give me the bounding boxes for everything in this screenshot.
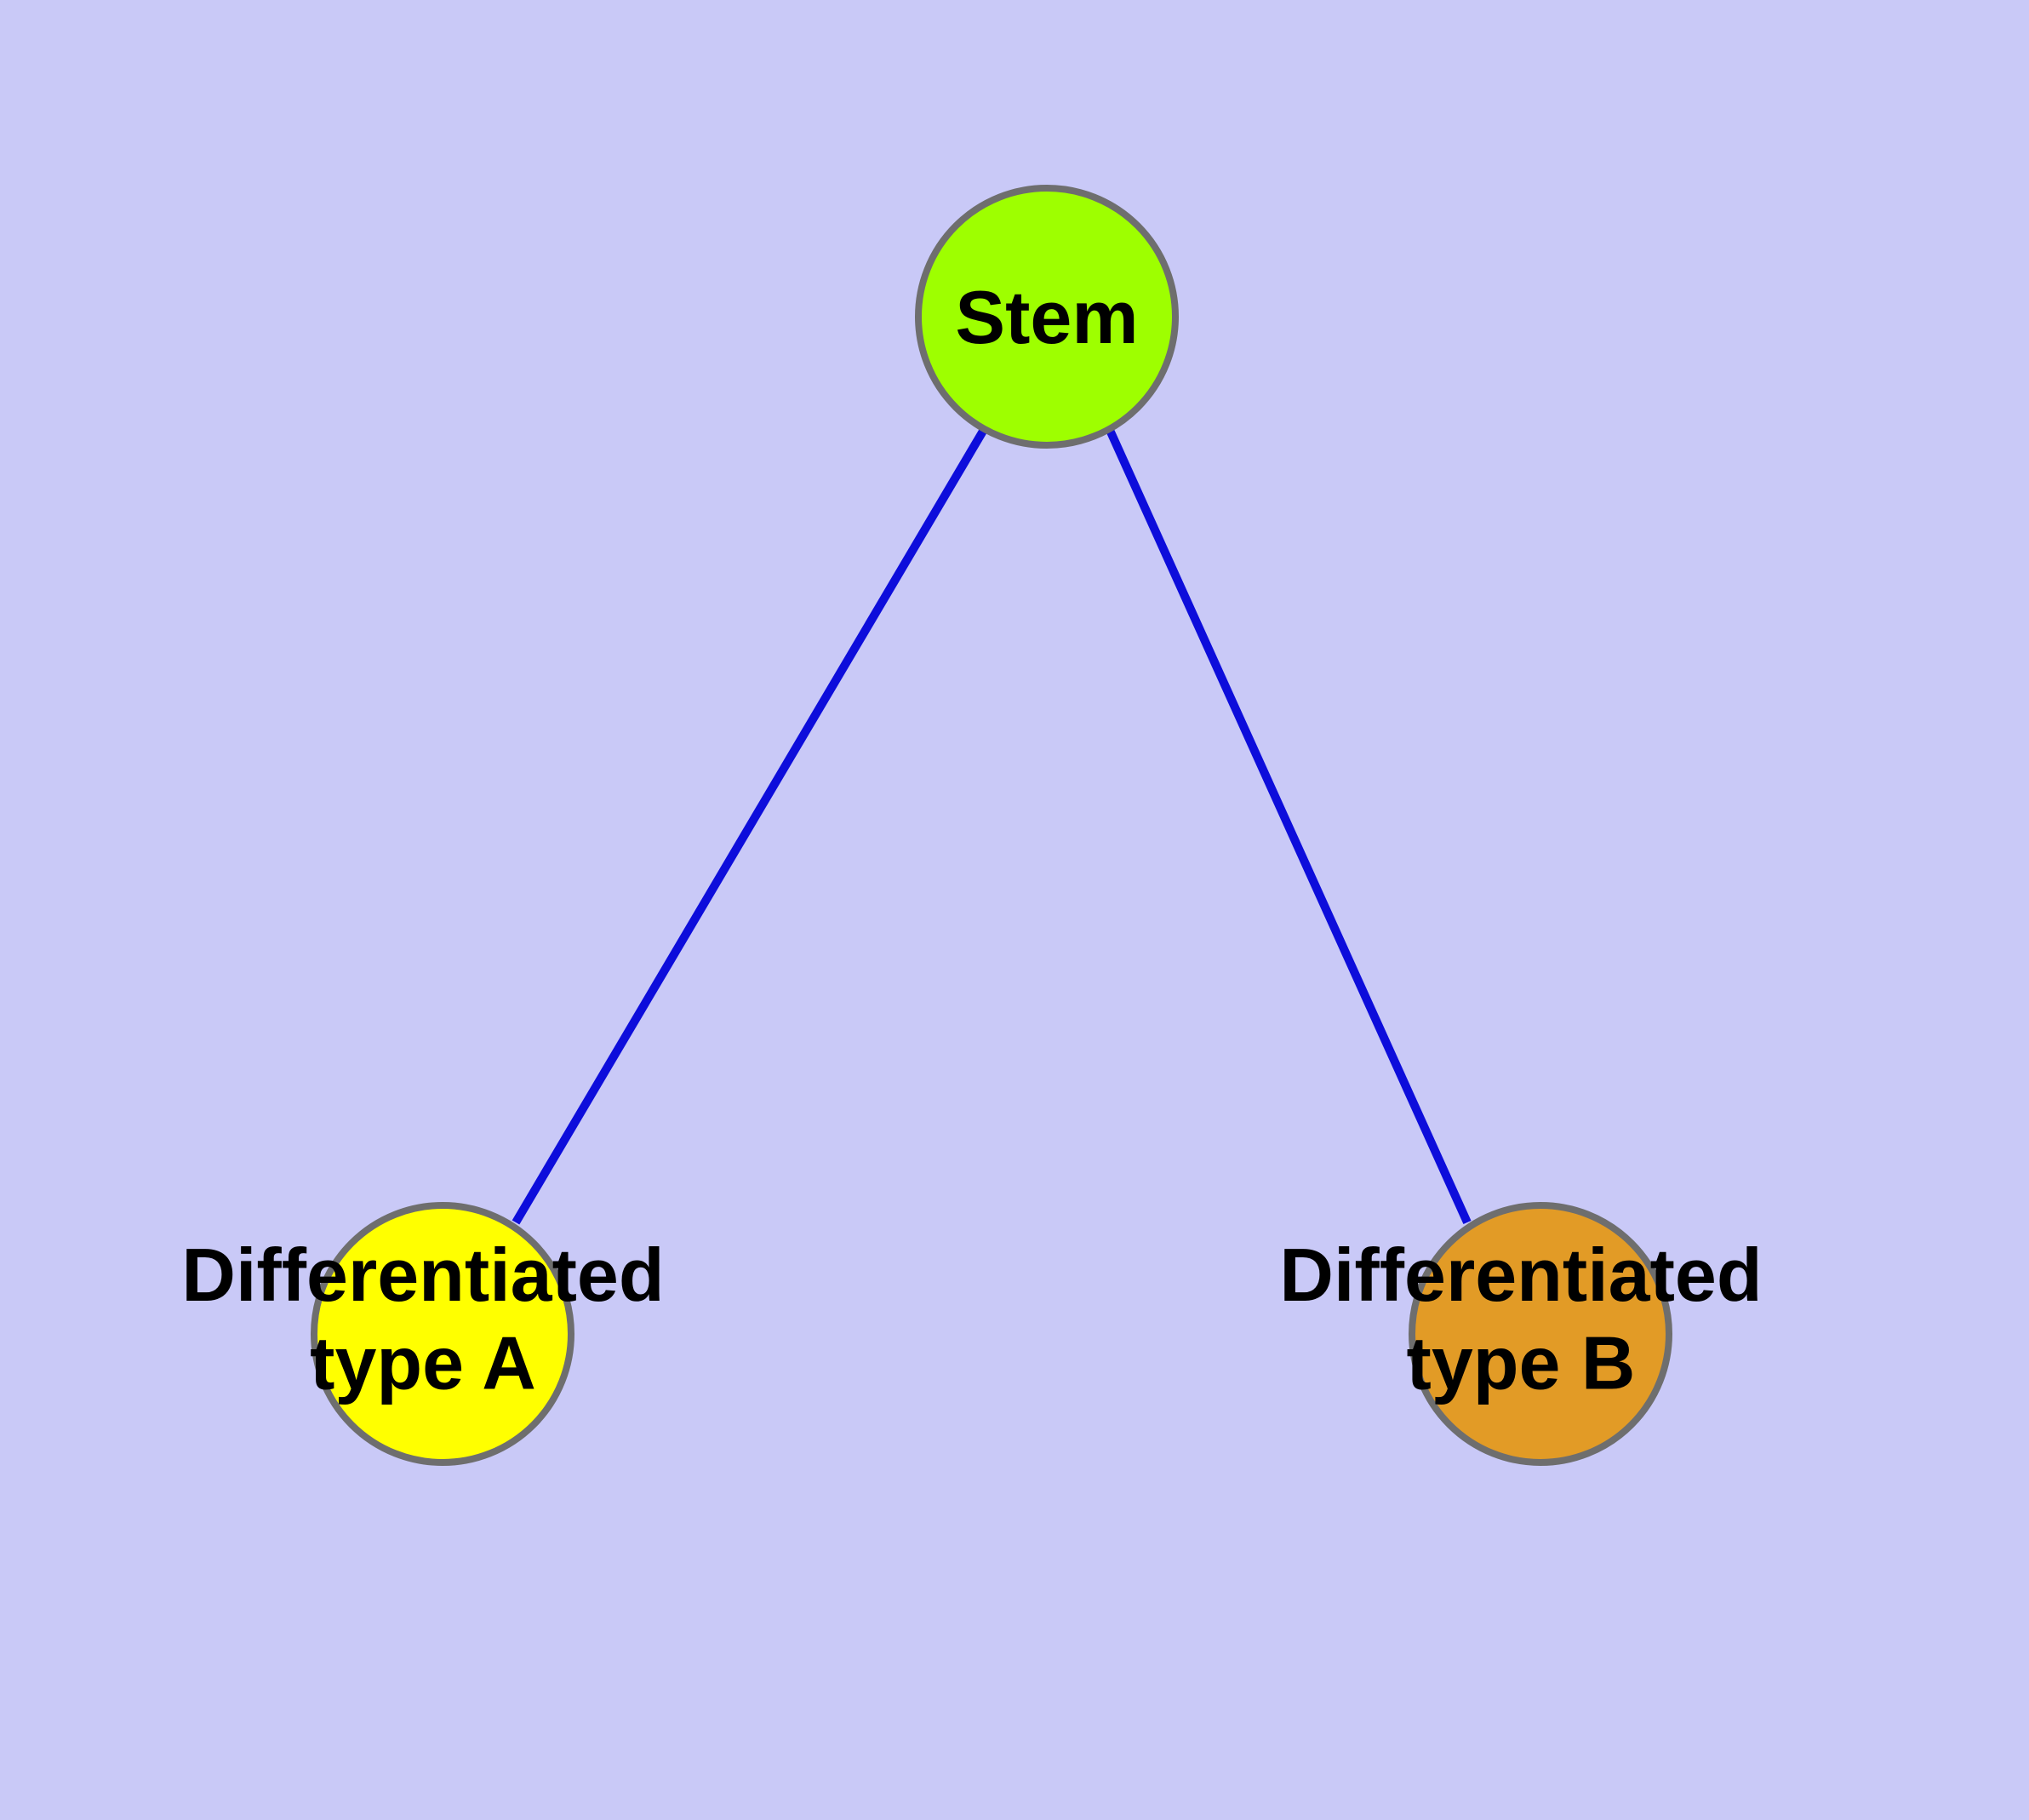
node-label-line: type B [1407, 1321, 1636, 1405]
node-label-stem: Stem [955, 275, 1138, 359]
edges-layer [512, 426, 1472, 1225]
node-circle-stem[interactable] [915, 185, 1179, 449]
node-label-line: Stem [955, 275, 1138, 359]
node-circle-diff-b[interactable] [1409, 1202, 1672, 1466]
node-circle-diff-a[interactable] [311, 1202, 574, 1466]
edge-stem-to-diff-b[interactable] [1105, 426, 1472, 1225]
node-label-line: Differentiated [1279, 1233, 1762, 1317]
node-label-line: Differentiated [181, 1233, 664, 1317]
edge-stem-to-diff-a[interactable] [512, 426, 989, 1225]
nodes-layer [311, 185, 1672, 1466]
node-label-line: type A [310, 1321, 536, 1405]
